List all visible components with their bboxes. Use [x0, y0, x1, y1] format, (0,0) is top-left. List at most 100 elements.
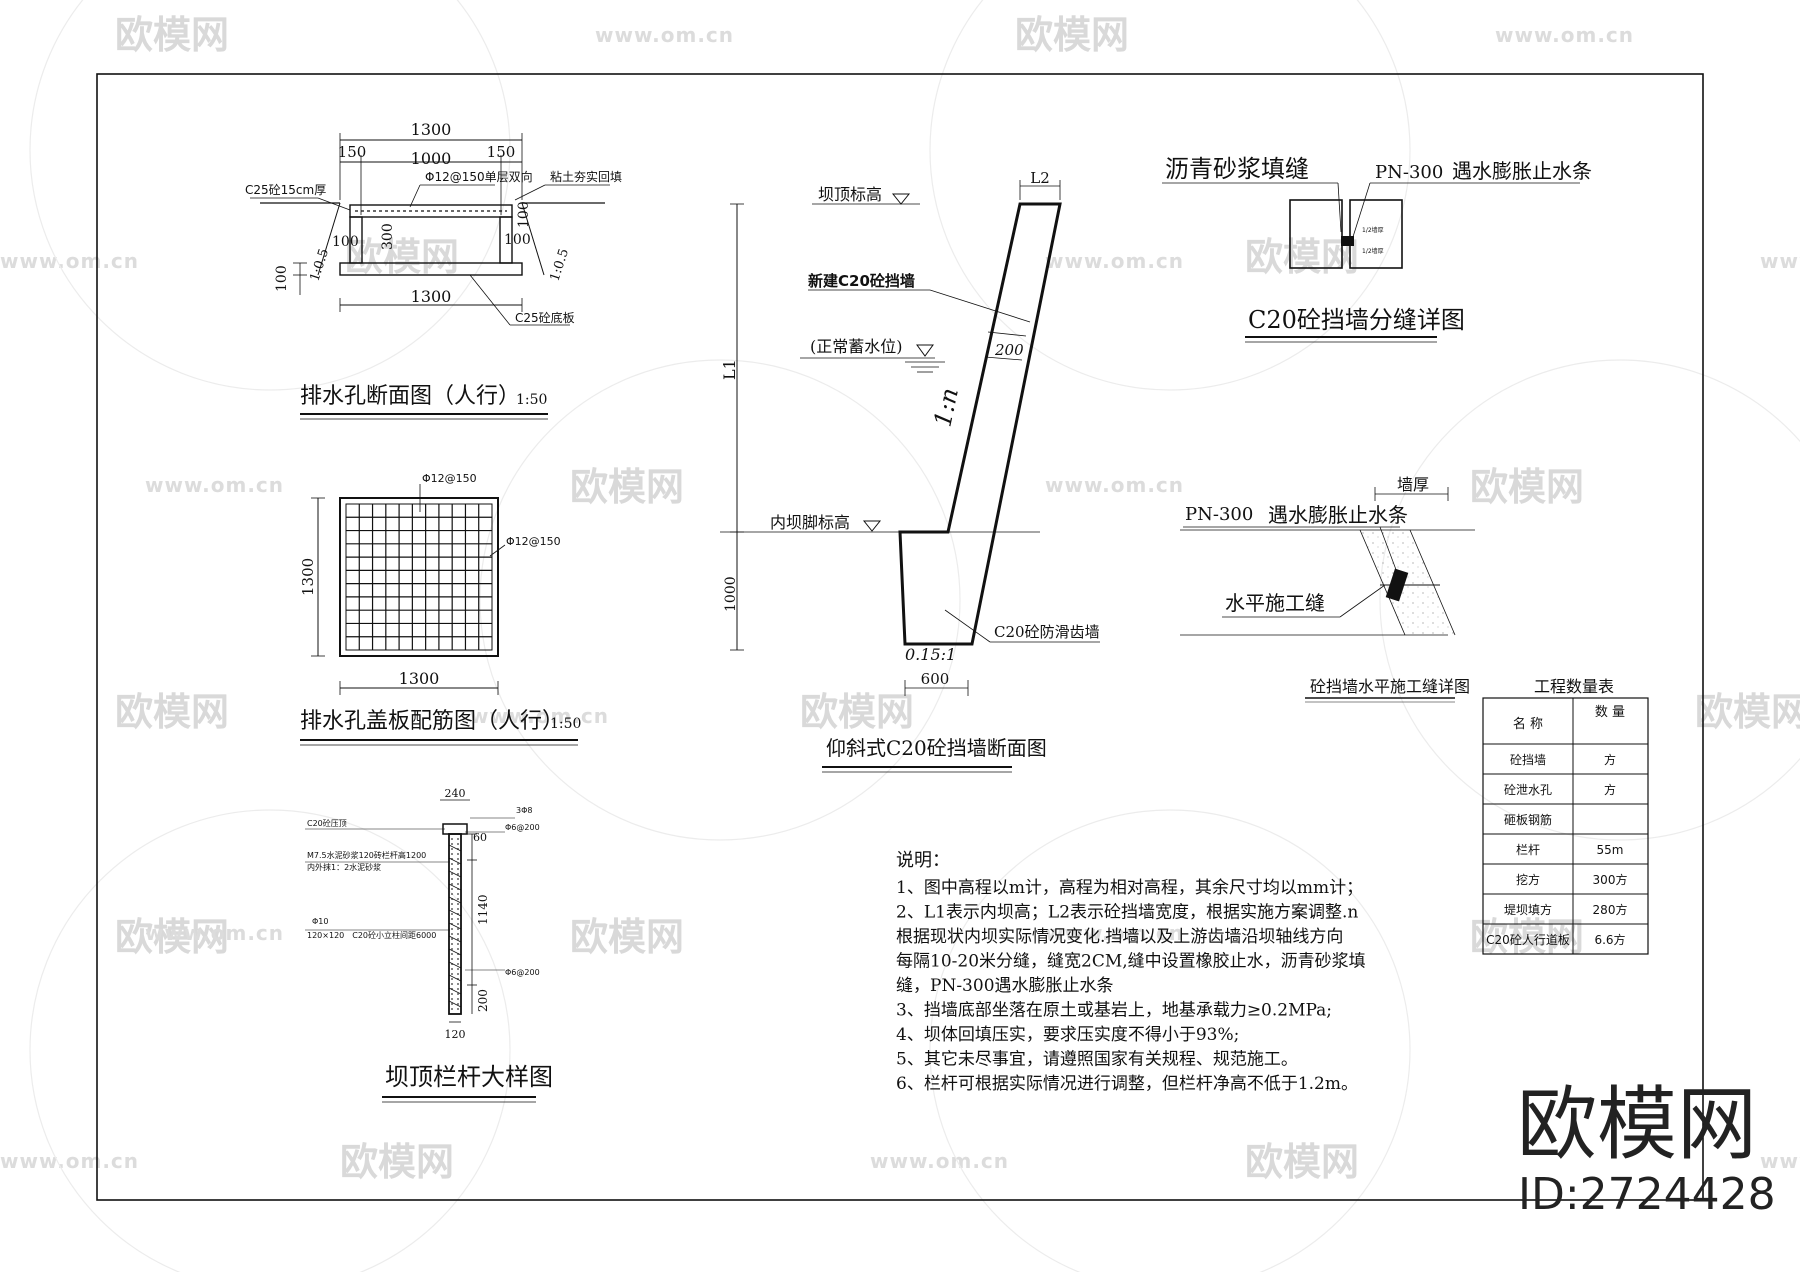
railing-dim-60: 60: [473, 831, 487, 844]
wall-base-slope: 0.15:1: [905, 645, 956, 664]
railing-stirrup: [448, 935, 462, 943]
table-cell-qty: 方: [1604, 782, 1616, 797]
joint-pn300: PN-300: [1375, 162, 1443, 183]
wall-new-wall: 新建C20砼挡墙: [808, 272, 915, 290]
cover-dim-side: 1300: [299, 558, 317, 596]
notes-line: 4、坝体回填压实，要求压实度不得小于93%;: [896, 1025, 1239, 1045]
wall-normal-level: (正常蓄水位): [810, 337, 903, 356]
joint-asphalt: 沥青砂浆填缝: [1165, 155, 1309, 183]
qty-table-title: 工程数量表: [1534, 677, 1614, 696]
cj-joint: 水平施工缝: [1225, 591, 1325, 615]
notes-line: 根据现状内坝实际情况变化.挡墙以及上游齿墙沿坝轴线方向: [896, 927, 1343, 947]
watermark-brand: 欧模网: [1245, 235, 1359, 279]
table-cell-qty: 300方: [1593, 872, 1628, 887]
drain-label-c25-base: C25砼底板: [515, 310, 575, 325]
drain-dim-300: 300: [380, 223, 396, 250]
watermark-brand: 欧模网: [1470, 465, 1584, 509]
cj-wall-thk: 墙厚: [1397, 475, 1429, 494]
table-cell-name: 砼挡墙: [1510, 753, 1546, 767]
cover-dim-bottom: 1300: [399, 669, 440, 688]
wall-dim-600: 600: [921, 670, 950, 688]
construction-joint-drawing: 墙厚 PN-300 遇水膨胀止水条 水平施工缝 砼挡墙水平施工缝详图: [1180, 475, 1475, 703]
railing-note-r2: Φ6@200: [505, 968, 540, 977]
watermark-brand: 欧模网: [1695, 690, 1800, 734]
watermark-url: www.om.cn: [1045, 921, 1184, 945]
table-cell-name: 堤坝填方: [1504, 902, 1552, 917]
drain-section-drawing: 1300 150 1000 150: [245, 120, 622, 420]
railing-stirrup: [448, 987, 462, 995]
railing-dim-top: 240: [445, 787, 466, 800]
watermark-brand: 欧模网: [115, 13, 229, 57]
cj-swell: 遇水膨胀止水条: [1268, 503, 1408, 527]
watermark-brand: 欧模网: [340, 1140, 454, 1184]
watermark-brand: 欧模网: [115, 690, 229, 734]
joint-title: C20砼挡墙分缝详图: [1248, 306, 1465, 334]
watermark-brand: 欧模网: [1245, 1140, 1359, 1184]
railing-stirrup: [448, 857, 462, 865]
cover-plate-drawing: Φ12@150 Φ12@150 1300 1300 排水孔盖板配筋图（人行） 1…: [299, 472, 581, 746]
drain-dim-100-right: 100: [504, 232, 531, 248]
drain-slope-right: 1:0.5: [548, 247, 573, 283]
wall-section-drawing: L1 1000 坝顶标高 (正常蓄水位) 内坝脚标高 L2 新建C20砼挡墙 2…: [720, 169, 1100, 773]
railing-note-mortar1: M7.5水泥砂浆120砖栏杆高1200: [307, 850, 426, 860]
watermark-brand: 欧模网: [115, 915, 229, 959]
watermark-brand: 欧模网: [345, 235, 459, 279]
drain-dim-left: 150: [338, 143, 367, 161]
notes-line: 2、L1表示内坝高；L2表示砼挡墙宽度，根据实施方案调整.n: [896, 903, 1358, 923]
watermark-arc: [479, 359, 961, 841]
railing-stirrup: [448, 844, 462, 852]
wall-dim-L2: L2: [1030, 169, 1050, 187]
joint-detail-drawing: 沥青砂浆填缝 PN-300 遇水膨胀止水条 1/2墙厚 1/2墙厚 C20砼挡墙…: [1162, 155, 1592, 343]
railing-stirrup: [448, 870, 462, 878]
brand-mark: 欧模网 ID:2724428: [1517, 1078, 1776, 1220]
railing-stirrup: [448, 883, 462, 891]
table-cell-name: 砼泄水孔: [1504, 783, 1552, 797]
table-cell-qty: 6.6方: [1594, 932, 1625, 947]
watermark-brand: 欧模网: [1015, 13, 1129, 57]
railing-dim-base: 120: [445, 1028, 466, 1041]
railing-note-top-right: 3Φ8: [516, 806, 532, 815]
table-cell-name: 挖方: [1516, 872, 1540, 887]
drain-label-c25-top: C25砼15cm厚: [245, 183, 326, 197]
watermark-url: www.om.cn: [1045, 473, 1184, 497]
watermark-url: www.om.cn: [1760, 1149, 1800, 1173]
notes-line: 每隔10-20米分缝，缝宽2CM,缝中设置橡胶止水，沥青砂浆填: [896, 952, 1366, 972]
railing-stirrup: [448, 896, 462, 904]
railing-note-c20: C20砼压顶: [307, 818, 347, 828]
table-cell-name: C20砼人行道板: [1486, 933, 1570, 947]
drain-dim-right: 150: [487, 143, 516, 161]
railing-stirrup: [448, 909, 462, 917]
drain-section-scale: 1:50: [516, 392, 547, 408]
wall-dim-L1: L1: [720, 359, 739, 380]
watermark-brand: 欧模网: [570, 915, 684, 959]
watermark-url: www.om.cn: [470, 704, 609, 728]
railing-title: 坝顶栏杆大样图: [385, 1063, 553, 1091]
table-cell-qty: 55m: [1597, 843, 1624, 857]
cover-plate-title: 排水孔盖板配筋图（人行）: [300, 709, 564, 734]
cj-title: 砼挡墙水平施工缝详图: [1310, 677, 1470, 696]
notes-heading: 说明：: [896, 850, 950, 871]
drain-dim-mid: 1000: [411, 149, 452, 168]
wall-section-title: 仰斜式C20砼挡墙断面图: [826, 736, 1047, 760]
watermark-url: www.om.cn: [0, 249, 139, 273]
joint-small-b: 1/2墙厚: [1362, 247, 1384, 255]
watermark-brand: 欧模网: [1470, 915, 1584, 959]
drain-dim-100-far: 100: [274, 265, 290, 292]
watermark-url: www.om.cn: [1760, 249, 1800, 273]
watermark-brand: 欧模网: [800, 690, 914, 734]
railing-stirrup: [448, 974, 462, 982]
watermark-url: www.om.cn: [595, 23, 734, 47]
watermark-arc: [929, 0, 1411, 391]
cover-plate-scale: 1:50: [550, 716, 581, 732]
table-cell-name: 栏杆: [1516, 842, 1540, 857]
drain-section-title: 排水孔断面图（人行）: [300, 384, 520, 409]
drain-label-backfill: 粘土夯实回填: [550, 169, 622, 184]
drain-label-rebar: Φ12@150单层双向: [425, 169, 533, 184]
watermark-url: www.om.cn: [1495, 23, 1634, 47]
table-cell-name: 砸板钢筋: [1504, 812, 1552, 827]
watermark-arc: [29, 809, 511, 1272]
railing-stirrup: [448, 961, 462, 969]
railing-stirrup: [448, 1000, 462, 1008]
